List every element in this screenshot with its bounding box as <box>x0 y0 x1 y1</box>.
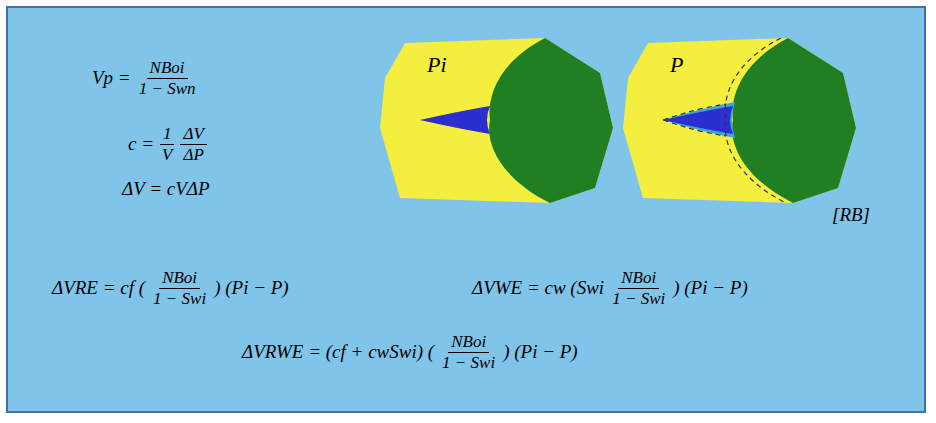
equation-text: 1 − Swi <box>150 289 209 309</box>
equation-text: [RB] <box>832 204 870 226</box>
equation-text: ) (Pi − P) <box>503 341 578 363</box>
fraction: 1V <box>159 124 175 164</box>
grain-outline <box>375 38 615 204</box>
pressure-label: Pi <box>427 52 447 78</box>
equation: Vp =NBoi1 − Swn <box>92 58 199 98</box>
fraction: NBoi1 − Swn <box>136 58 199 98</box>
equation: [RB] <box>832 204 870 226</box>
fraction: NBoi1 − Swi <box>609 268 668 308</box>
equation-text: ΔV = cVΔP <box>122 178 210 200</box>
equation-text: ΔVRWE = (cf + cwSwi) ( <box>242 341 434 363</box>
equation: ΔV = cVΔP <box>122 178 210 200</box>
equation-text: 1 <box>160 124 175 145</box>
fraction: ΔVΔP <box>180 124 206 164</box>
pressure-label: P <box>670 52 683 78</box>
fraction: NBoi1 − Swi <box>439 332 498 372</box>
equation-text: 1 − Swi <box>439 353 498 373</box>
rock-grain-sketch: Pi <box>375 38 615 204</box>
rock-grain-sketch: P <box>618 38 858 204</box>
equation-text: 1 − Swn <box>136 79 199 99</box>
equation: ΔVRE = cf (NBoi1 − Swi) (Pi − P) <box>52 268 289 308</box>
equation: ΔVRWE = (cf + cwSwi) (NBoi1 − Swi) (Pi −… <box>242 332 578 372</box>
equation-text: ΔP <box>180 145 206 165</box>
equation-text: ) (Pi − P) <box>214 277 289 299</box>
dashed-boundary <box>663 104 726 136</box>
equation-text: c = <box>128 133 154 155</box>
equation-text: NBoi <box>159 268 200 289</box>
equation-text: NBoi <box>448 332 489 353</box>
dashed-boundary <box>725 38 786 203</box>
equation-text: 1 − Swi <box>609 289 668 309</box>
equation: c =1VΔVΔP <box>128 124 207 164</box>
pore-space <box>420 106 490 134</box>
equation-text: Vp = <box>92 67 131 89</box>
pore-space <box>663 106 733 134</box>
yellow-grain <box>623 38 856 203</box>
equation-text: ΔV <box>180 124 206 145</box>
equation-text: NBoi <box>618 268 659 289</box>
equation-text: NBoi <box>147 58 188 79</box>
equation-text: V <box>159 145 175 165</box>
fraction: NBoi1 − Swi <box>150 268 209 308</box>
green-grain <box>489 38 613 203</box>
grain-outline <box>618 38 858 204</box>
equation: ΔVWE = cw (SwiNBoi1 − Swi) (Pi − P) <box>472 268 748 308</box>
equation-text: ) (Pi − P) <box>673 277 748 299</box>
yellow-grain <box>380 38 613 203</box>
equation-text: ΔVWE = cw (Swi <box>472 277 604 299</box>
expanded-pore <box>663 102 735 138</box>
equation-text: ΔVRE = cf ( <box>52 277 145 299</box>
